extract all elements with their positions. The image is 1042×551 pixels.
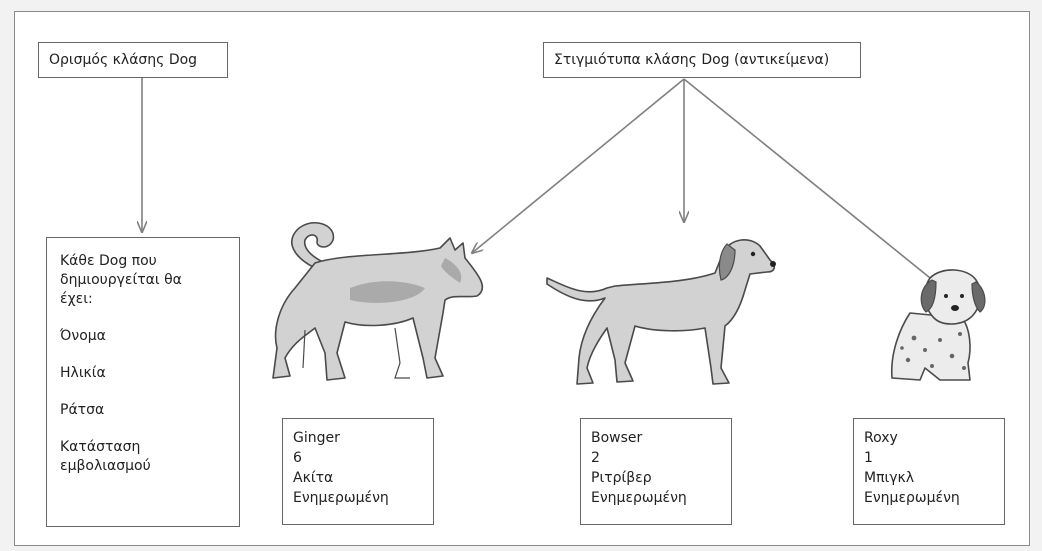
- object-box-bowser: Bowser 2 Ριτρίβερ Ενημερωμένη: [580, 418, 732, 525]
- attributes-intro: Κάθε Dog που δημιουργείται θα έχει:: [60, 252, 239, 309]
- class-definition-label: Ορισμός κλάσης Dog: [38, 42, 228, 78]
- attribute-breed: Ράτσα: [60, 401, 239, 420]
- object-age: 2: [591, 448, 731, 468]
- instances-label: Στιγμιότυπα κλάσης Dog (αντικείμενα): [543, 42, 861, 78]
- instance-arrow-ginger: [472, 79, 684, 253]
- object-name: Roxy: [864, 428, 1004, 448]
- object-vaccination: Ενημερωμένη: [864, 488, 1004, 508]
- instances-text: Στιγμιότυπα κλάσης Dog (αντικείμενα): [554, 52, 829, 68]
- intro-line: έχει:: [60, 290, 239, 309]
- retriever-dog-illustration: [545, 228, 780, 393]
- akita-dog-illustration: [255, 218, 490, 388]
- attribute-name: Όνομα: [60, 327, 239, 346]
- attribute-age: Ηλικία: [60, 364, 239, 383]
- intro-line: δημιουργείται θα: [60, 271, 239, 290]
- object-name: Bowser: [591, 428, 731, 448]
- class-definition-text: Ορισμός κλάσης Dog: [49, 52, 197, 68]
- intro-line: Κάθε Dog που: [60, 252, 239, 271]
- attribute-vaccination: Κατάσταση: [60, 438, 239, 457]
- object-breed: Ακίτα: [293, 468, 433, 488]
- attribute-vaccination-cont: εμβολιασμού: [60, 457, 239, 476]
- spotted-puppy-illustration: [880, 268, 1005, 388]
- object-vaccination: Ενημερωμένη: [591, 488, 731, 508]
- object-age: 6: [293, 448, 433, 468]
- object-breed: Μπιγκλ: [864, 468, 1004, 488]
- class-attributes-box: Κάθε Dog που δημιουργείται θα έχει: Όνομ…: [46, 237, 240, 527]
- object-box-roxy: Roxy 1 Μπιγκλ Ενημερωμένη: [853, 418, 1005, 525]
- object-vaccination: Ενημερωμένη: [293, 488, 433, 508]
- object-name: Ginger: [293, 428, 433, 448]
- object-breed: Ριτρίβερ: [591, 468, 731, 488]
- object-age: 1: [864, 448, 1004, 468]
- object-box-ginger: Ginger 6 Ακίτα Ενημερωμένη: [282, 418, 434, 525]
